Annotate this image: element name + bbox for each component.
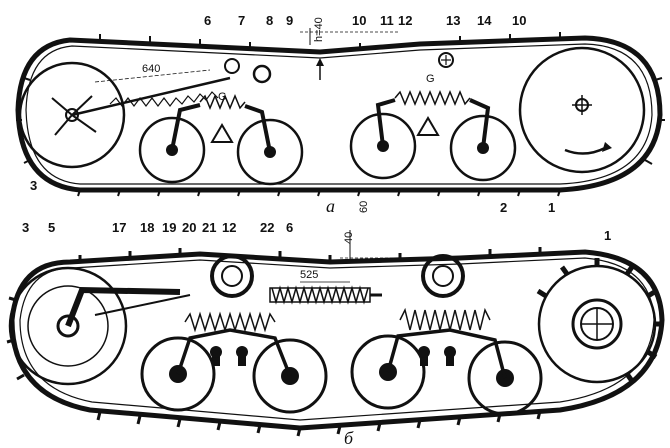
bottom-dim-525: 525 — [300, 269, 318, 281]
top-return-roller-13 — [438, 52, 454, 68]
top-view: 1 2 3 6 7 8 9 10 11 12 13 14 10 G G 640 … — [15, 13, 665, 216]
top-label-10b: 10 — [512, 13, 526, 28]
bottom-label-22: 22 — [260, 220, 274, 235]
bottom-tension-spring — [271, 285, 369, 305]
bottom-label-6: 6 — [286, 220, 293, 235]
top-label-10a: 10 — [352, 13, 366, 28]
top-drive-sprocket — [518, 46, 646, 174]
bottom-label-18: 18 — [140, 220, 154, 235]
top-pivot-1 — [210, 123, 234, 143]
top-label-1: 1 — [548, 200, 555, 215]
top-label-6: 6 — [204, 13, 211, 28]
bottom-road-wheel-2 — [252, 338, 328, 414]
top-label-13: 13 — [446, 13, 460, 28]
bottom-sprocket-teeth — [536, 258, 663, 383]
bottom-label-19: 19 — [162, 220, 176, 235]
top-pivot-2 — [416, 116, 440, 136]
top-dim-640: 640 — [142, 63, 160, 75]
top-road-wheel-1 — [138, 116, 206, 184]
top-label-12: 12 — [398, 13, 412, 28]
top-track-belt — [15, 35, 663, 193]
bottom-bogie-spring-right — [399, 307, 491, 331]
top-track-cleats — [16, 32, 665, 197]
top-return-roller-7 — [224, 58, 240, 74]
top-dim-60: 60 — [358, 201, 370, 213]
bottom-link-rod — [94, 294, 191, 316]
top-label-11: 11 — [380, 13, 394, 28]
bottom-idler-wheel — [8, 266, 128, 386]
top-label-G2: G — [426, 73, 435, 85]
top-idler-arm — [71, 76, 231, 117]
top-road-wheel-4 — [449, 114, 517, 182]
bottom-dim-40: 40 — [343, 232, 355, 244]
top-rotation-arrow — [564, 146, 606, 155]
bottom-label-20: 20 — [182, 220, 196, 235]
bottom-idler-crank — [65, 286, 181, 328]
top-label-3: 3 — [30, 178, 37, 193]
bottom-label-21: 21 — [202, 220, 216, 235]
bottom-bogie-arm-left — [176, 328, 292, 377]
bottom-track-inner — [19, 257, 655, 421]
bottom-caption: б — [344, 428, 354, 448]
top-road-wheel-3 — [349, 112, 417, 180]
bottom-label-12: 12 — [222, 220, 236, 235]
top-spring-1 — [199, 94, 246, 110]
top-dim-h40: h=40 — [313, 17, 325, 42]
bottom-view: 3 5 17 18 19 20 21 12 22 6 1 525 40 б — [6, 220, 665, 448]
top-label-G1: G — [218, 91, 227, 103]
top-road-wheel-2 — [236, 118, 304, 186]
top-return-roller-9 — [252, 64, 272, 84]
top-susp-arm-right — [375, 98, 396, 147]
top-idler-arrows — [51, 95, 97, 136]
top-idler-wheel — [18, 61, 126, 169]
bottom-return-roller-2 — [421, 254, 465, 298]
top-label-9: 9 — [286, 13, 293, 28]
top-label-14: 14 — [477, 13, 492, 28]
top-idler-hub — [65, 108, 79, 122]
bottom-label-3: 3 — [22, 220, 29, 235]
bottom-label-1: 1 — [604, 228, 611, 243]
top-susp-arm-left — [170, 103, 201, 151]
bottom-road-wheel-1 — [140, 336, 216, 412]
bottom-track-cleats — [6, 247, 542, 437]
top-label-2: 2 — [500, 200, 507, 215]
top-caption: а — [326, 196, 335, 216]
bottom-bogie-spring-left — [184, 311, 276, 333]
top-track-inner — [25, 43, 653, 185]
top-label-7: 7 — [238, 13, 245, 28]
bottom-road-wheel-3 — [350, 334, 426, 410]
top-label-8: 8 — [266, 13, 273, 28]
bottom-road-wheel-4 — [467, 340, 543, 416]
bottom-label-5: 5 — [48, 220, 55, 235]
top-spring-2 — [394, 90, 471, 106]
top-arm-spring — [109, 91, 219, 107]
bottom-return-roller-1 — [210, 254, 254, 298]
bottom-chocks — [210, 346, 456, 366]
bottom-label-17: 17 — [112, 220, 126, 235]
